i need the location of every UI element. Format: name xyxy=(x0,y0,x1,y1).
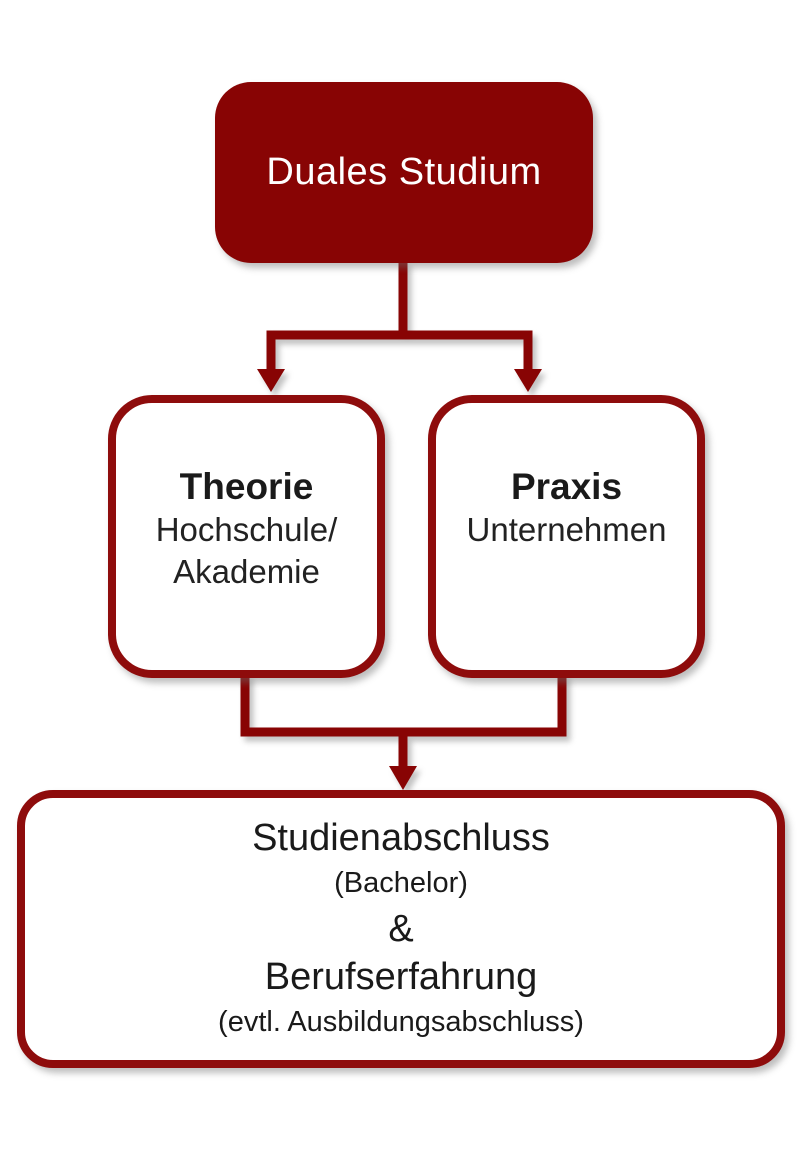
arrow-down-center-icon xyxy=(389,766,417,790)
result-node-studienabschluss: Studienabschluss (Bachelor) & Berufserfa… xyxy=(17,790,785,1068)
root-node-duales-studium: Duales Studium xyxy=(215,82,593,263)
branch-subtitle-line: Unternehmen xyxy=(466,511,667,548)
branch-title-theorie: Theorie xyxy=(179,466,314,507)
root-node-label: Duales Studium xyxy=(266,151,542,193)
branch-title-praxis: Praxis xyxy=(510,466,623,507)
result-line: (evtl. Ausbildungsabschluss) xyxy=(218,1006,584,1038)
branch-node-praxis: Praxis Unternehmen xyxy=(428,395,705,678)
branch-split-line xyxy=(266,330,533,371)
result-line: Studienabschluss xyxy=(252,817,550,859)
branch-subtitle-line: Akademie xyxy=(173,553,320,590)
result-line: Berufserfahrung xyxy=(264,956,538,998)
result-line: & xyxy=(388,908,414,950)
arrow-down-right-icon xyxy=(514,369,542,392)
branch-subtitle-line: Hochschule/ xyxy=(155,511,338,548)
branch-node-theorie: Theorie Hochschule/ Akademie xyxy=(108,395,385,678)
result-line: (Bachelor) xyxy=(334,867,468,899)
branch-merge-line xyxy=(240,674,567,737)
arrow-down-left-icon xyxy=(257,369,285,392)
